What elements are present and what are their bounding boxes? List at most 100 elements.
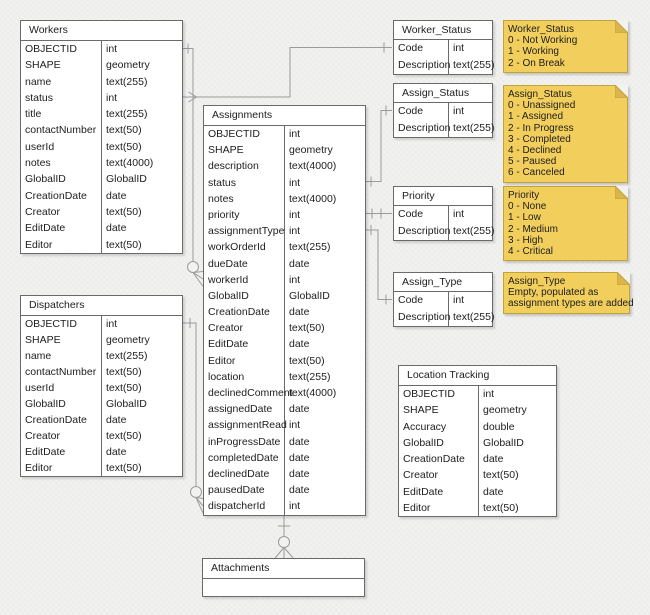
field-name: name xyxy=(25,350,52,362)
field-name: Creator xyxy=(25,205,61,218)
cardinality-zero-circle xyxy=(190,486,202,498)
field-type: int xyxy=(289,419,301,432)
field-type: text(255) xyxy=(289,370,331,383)
field-name: Description xyxy=(398,311,451,323)
field-type: int xyxy=(289,208,301,221)
connector-assignments-assign-status[interactable] xyxy=(366,105,392,187)
field-name: Editor xyxy=(403,502,431,515)
connector-workers-assignments[interactable] xyxy=(183,43,204,287)
note-line: Worker_Status xyxy=(508,24,574,35)
column-divider xyxy=(101,41,102,253)
column-divider xyxy=(448,206,449,240)
note-fold-icon xyxy=(615,85,628,98)
table-row: location text(255) xyxy=(204,369,365,385)
field-type: text(4000) xyxy=(106,157,154,170)
field-name: dispatcherId xyxy=(208,500,266,513)
field-name: title xyxy=(25,108,42,121)
field-name: workOrderId xyxy=(208,241,266,254)
field-type: text(4000) xyxy=(289,160,337,173)
field-name: CreationDate xyxy=(25,189,87,202)
field-name: Creator xyxy=(25,430,61,442)
field-name: CreationDate xyxy=(25,414,87,426)
note-line: Empty, populated as xyxy=(508,287,599,299)
field-name: location xyxy=(208,370,245,383)
table-title: Location Tracking xyxy=(399,366,556,386)
field-name: Creator xyxy=(208,322,244,335)
field-name: OBJECTID xyxy=(208,128,260,140)
field-name: pausedDate xyxy=(208,484,265,497)
field-type: GlobalID xyxy=(289,289,330,302)
connector-assignments-attachments[interactable] xyxy=(274,514,294,559)
table-title: Dispatchers xyxy=(21,296,182,316)
connector-assignments-assign-type[interactable] xyxy=(366,225,392,305)
field-name: Description xyxy=(398,59,451,71)
field-name: Editor xyxy=(208,354,236,367)
connector-workers-worker-status[interactable] xyxy=(183,42,392,103)
field-name: EditDate xyxy=(208,338,249,351)
note-line: 4 - Declined xyxy=(508,145,562,157)
field-name: SHAPE xyxy=(208,144,244,157)
field-type: date xyxy=(289,403,310,416)
field-name: SHAPE xyxy=(25,334,61,346)
field-type: text(50) xyxy=(483,502,519,515)
field-type: int xyxy=(483,388,495,400)
table-attachments[interactable]: Attachments xyxy=(202,558,365,597)
note-line: 4 - Critical xyxy=(508,246,554,258)
field-name: Creator xyxy=(403,469,439,482)
field-name: Code xyxy=(398,42,424,54)
field-name: Code xyxy=(398,208,424,220)
field-type: text(255) xyxy=(453,225,495,237)
field-type: date xyxy=(289,484,310,497)
field-name: status xyxy=(208,176,237,189)
field-name: declinedComment xyxy=(208,387,293,399)
field-type: text(255) xyxy=(289,241,331,254)
field-name: userId xyxy=(25,140,55,153)
note-fold-icon xyxy=(615,20,628,33)
crow-foot-icon xyxy=(195,497,204,514)
field-name: notes xyxy=(208,192,234,205)
field-type: int xyxy=(289,176,301,189)
note-line: 1 - Low xyxy=(508,212,541,224)
field-type: text(50) xyxy=(483,469,519,482)
column-divider xyxy=(448,103,449,137)
field-name: GlobalID xyxy=(25,173,66,186)
field-type: int xyxy=(453,105,465,117)
many-arrow-icon xyxy=(188,91,198,103)
connector-assignments-priority[interactable] xyxy=(366,208,392,219)
table-title: Worker_Status xyxy=(394,21,492,40)
field-type: date xyxy=(289,257,310,270)
note-line: 5 - Paused xyxy=(508,156,557,168)
field-type: int xyxy=(106,91,118,104)
connector-dispatchers-assignments[interactable] xyxy=(183,318,204,514)
